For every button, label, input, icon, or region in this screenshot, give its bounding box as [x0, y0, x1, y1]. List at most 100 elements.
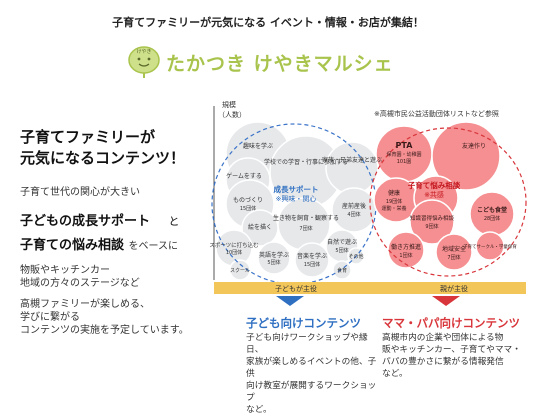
- source-note: ※高槻市民公益活動団体リストなど参照: [374, 109, 499, 118]
- label-other: その他: [348, 253, 363, 260]
- plan-line-1: 高槻ファミリーが楽しめる、: [20, 299, 150, 310]
- highlight-consult: 子育ての悩み相談: [20, 238, 125, 253]
- bar-left-label: 子どもが主役: [275, 284, 317, 293]
- red-arrow-icon: [432, 296, 460, 306]
- label-hobby: 趣味を学ぶ: [243, 142, 273, 150]
- bubble-english: [257, 241, 291, 275]
- stage-text: 物販やキッチンカー 地域の方々のステージなど: [20, 264, 140, 290]
- red-group-title: 子育て悩み相談: [408, 180, 461, 190]
- logo-name: たかつき けやきマルシェ: [166, 53, 394, 75]
- kids-title: 子ども向けコンテンツ: [246, 316, 361, 330]
- blue-group-title: 成長サポート: [274, 184, 319, 194]
- highlight-row-2: 子育ての悩み相談 をベースに: [20, 234, 178, 253]
- kids-desc-4: など。: [246, 405, 272, 415]
- stage-line-2: 地域の方々のステージなど: [20, 278, 140, 289]
- label-school-small: スクール: [230, 268, 250, 274]
- bottom-bar: [214, 282, 526, 294]
- bubble-creatures: [277, 197, 331, 251]
- bubble-music: [294, 242, 330, 278]
- highlight-and: と: [168, 215, 180, 228]
- stage-line-1: 物販やキッチンカー: [20, 265, 110, 276]
- bubble-prenatal: [331, 187, 377, 233]
- bubble-drawing: [241, 209, 279, 247]
- label-knowledge: 知識習得悩み相談: [410, 214, 455, 222]
- logo-mark-text: けやき: [136, 48, 151, 55]
- label-school: 学校での学習・行事に参加する: [264, 158, 348, 166]
- parents-desc-4: など。: [382, 369, 408, 379]
- label-health: 健康: [388, 189, 400, 197]
- count-creatures: 7団体: [299, 225, 312, 232]
- red-bubbles: [373, 121, 515, 271]
- bubble-school-small: [229, 259, 251, 281]
- bubble-diagram: 規模 （人数） ※高槻市民公益活動団体リストなど参照 趣味を学: [209, 100, 527, 306]
- bubble-work: [387, 231, 425, 269]
- count-nature: 5団体: [335, 247, 348, 254]
- label-creatures: 生き物を飼育・観察する: [273, 214, 339, 222]
- highlight-growth: 子どもの成長サポート: [20, 214, 151, 229]
- label-kids-cafeteria: こども食堂: [477, 206, 507, 214]
- lead-heading: 子育てファミリーが 元気になるコンテンツ！: [20, 127, 185, 169]
- parents-desc-3: パパの豊かさに繋がる情報発信: [382, 357, 504, 367]
- count-sports: 10団体: [226, 249, 242, 256]
- gray-bubbles: [215, 121, 379, 281]
- count-safety: 7団体: [447, 254, 460, 261]
- highlight-suffix: をベースに: [128, 241, 179, 252]
- leaf-mascot-icon: けやき: [128, 46, 160, 78]
- blue-group-subtitle: ※興味・関心: [276, 194, 317, 203]
- parents-desc-2: 販やキッチンカー、子育てやママ・: [382, 345, 521, 355]
- kids-desc-2: 家族が楽しめるイベントの他、子供: [246, 357, 377, 379]
- logo: けやき たかつき けやきマルシェ: [126, 44, 426, 80]
- count-monozukuri: 15団体: [240, 205, 256, 212]
- red-group-subtitle: ※共感: [424, 190, 444, 199]
- kids-desc-1: 子ども向けワークショップや縁日、: [246, 333, 368, 355]
- count-pta: 101園: [397, 159, 412, 165]
- bubble-safety: [435, 233, 473, 271]
- kids-desc-3: 向け教室が展開するワークショップ: [246, 381, 377, 403]
- bubble-family: [325, 141, 379, 195]
- count-health: 19団体: [386, 198, 402, 205]
- count-kids-cafeteria: 28団体: [484, 215, 500, 222]
- blue-arrow-icon: [276, 296, 304, 306]
- label-nature: 自然で遊ぶ: [327, 238, 357, 246]
- bubble-kids-cafeteria: [469, 191, 515, 237]
- bubble-knowledge: [409, 199, 455, 245]
- plan-text: 高槻ファミリーが楽しめる、 学びに繋がる コンテンツの実施を予定しています。: [20, 298, 189, 337]
- label-pta: PTA: [396, 141, 414, 150]
- y-axis-label-1: 規模: [222, 100, 236, 109]
- bubble-circle: [475, 231, 505, 261]
- label-monozukuri: ものづくり: [233, 196, 263, 204]
- lead-line-1: 子育てファミリーが: [20, 128, 156, 146]
- label-exercise: 運動・栄養: [381, 205, 406, 212]
- subtitle: 子育て世代の関心が大きい: [20, 187, 140, 198]
- label-friends: 友達作り: [462, 142, 486, 150]
- count-english: 5団体: [267, 259, 280, 266]
- bubble-friends: [431, 121, 501, 191]
- count-knowledge: 9団体: [425, 223, 438, 230]
- parents-desc: 高槻市内の企業や団体による物 販やキッチンカー、子育てやママ・ パパの豊かさに繋…: [382, 332, 530, 380]
- plan-line-3: コンテンツの実施を予定しています。: [20, 325, 189, 336]
- kids-desc: 子ども向けワークショップや縁日、 家族が楽しめるイベントの他、子供 向け教室が展…: [246, 332, 381, 416]
- plan-line-2: 学びに繋がる: [20, 312, 80, 323]
- label-prenatal: 産前産後: [342, 202, 366, 210]
- highlight-row-1: 子どもの成長サポート と: [20, 210, 180, 229]
- label-pta-sub: 保育園・幼稚園: [386, 151, 421, 158]
- label-work: 働き方推進: [391, 243, 421, 251]
- count-music: 15団体: [304, 261, 320, 268]
- count-work: 1団体: [399, 252, 412, 259]
- label-circle: 子育てサークル・学童保育: [463, 243, 517, 250]
- bar-right-label: 親が主役: [440, 284, 468, 293]
- header-tagline: 子育てファミリーが元気になる イベント・情報・お店が集結！: [112, 16, 424, 29]
- label-family: 家族・兄弟友達と遊ぶ: [322, 156, 382, 164]
- label-music: 音楽を学ぶ: [297, 252, 327, 260]
- label-english: 英語を学ぶ: [259, 251, 289, 259]
- parents-desc-1: 高槻市内の企業や団体による物: [382, 333, 504, 343]
- count-prenatal: 4団体: [347, 211, 360, 218]
- red-group-outline: [369, 127, 527, 277]
- y-axis-label-2: （人数）: [218, 110, 246, 119]
- label-sports: スポーツに打ち込む: [209, 241, 259, 249]
- parents-title: ママ・パパ向けコンテンツ: [382, 316, 520, 330]
- label-game: ゲームをする: [226, 172, 262, 180]
- label-safety: 地域安全: [442, 245, 466, 253]
- label-drawing: 絵を描く: [248, 223, 272, 231]
- label-food: 食育: [337, 267, 347, 274]
